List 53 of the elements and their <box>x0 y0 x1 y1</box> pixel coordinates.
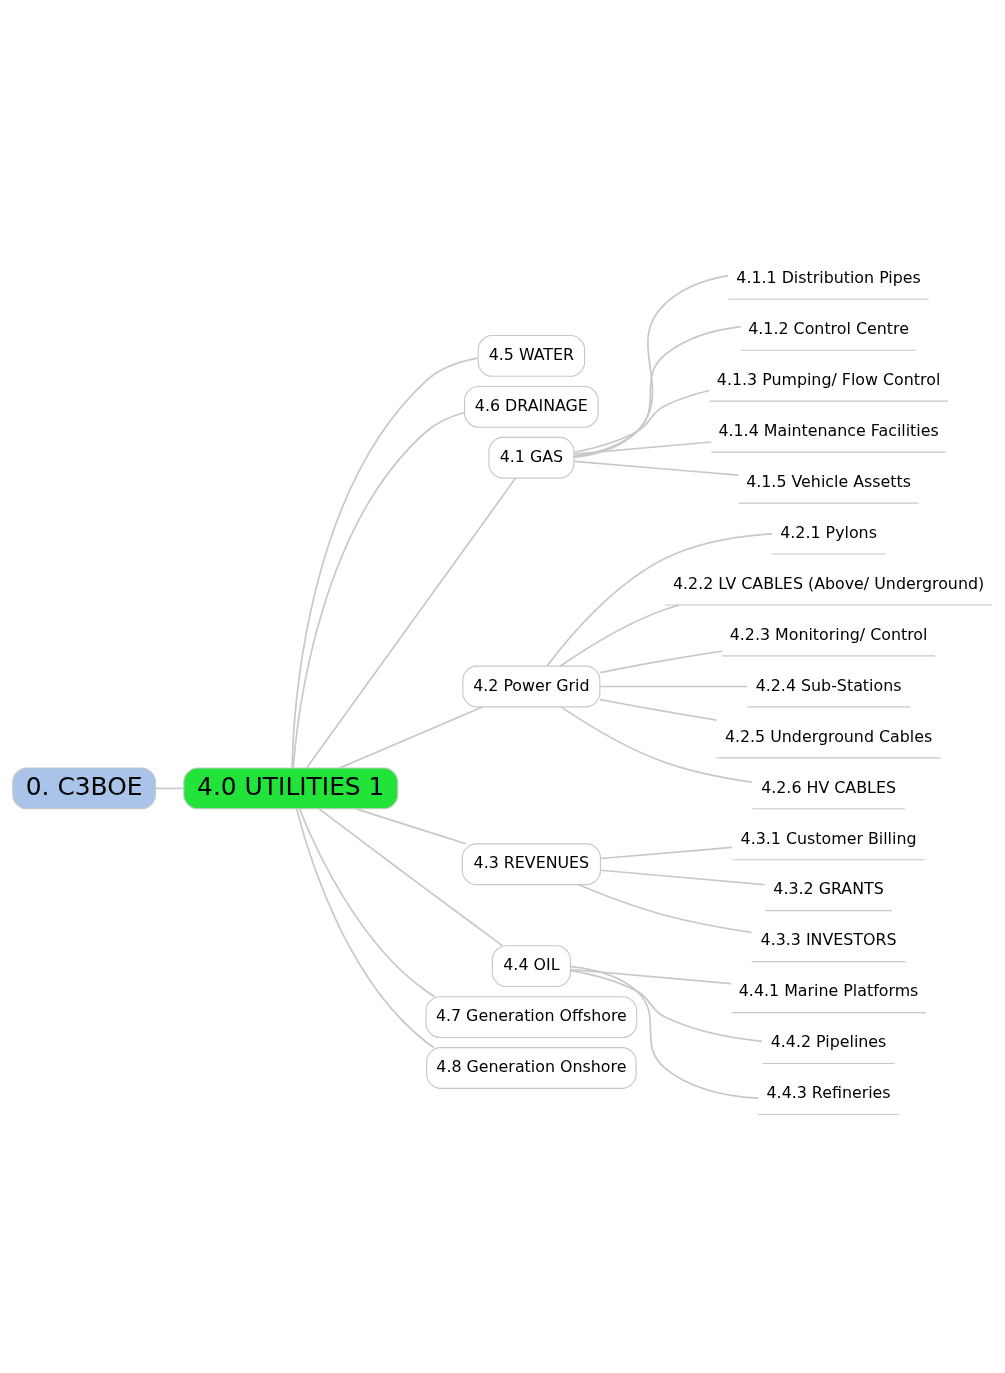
node-box: 4.6 DRAINAGE <box>464 385 599 428</box>
connector <box>573 441 713 455</box>
connector <box>569 965 759 1099</box>
connector <box>573 325 742 458</box>
connector <box>569 969 763 1043</box>
node-text: 4.1.3 Pumping/ Flow Control <box>716 370 941 389</box>
node-text: 4.3.2 GRANTS <box>773 879 884 899</box>
node-text: 4.1.4 Maintenance Facilities <box>718 420 939 440</box>
connector <box>546 533 773 667</box>
connector <box>291 357 479 769</box>
node-text: 4.1.2 Control Centre <box>748 319 909 339</box>
node-text: 4.1.1 Distribution Pipes <box>736 268 921 288</box>
connector <box>295 808 435 1049</box>
node-box: 4.2 Power Grid <box>462 665 601 708</box>
node-text: 4.4.2 Pipelines <box>770 1032 887 1052</box>
connector <box>154 787 185 790</box>
connector <box>318 808 504 947</box>
connector <box>298 808 436 998</box>
connector <box>599 650 723 674</box>
connector <box>573 274 729 459</box>
connector <box>559 604 680 667</box>
node-text: 4.1.5 Vehicle Assetts <box>746 471 911 491</box>
connector <box>339 706 484 769</box>
connector <box>577 883 753 934</box>
node-text: 4.2.2 LV CABLES (Above/ Underground) <box>672 573 985 593</box>
connector <box>573 389 710 454</box>
node-box: 4.0 UTILITIES 1 <box>183 767 399 810</box>
node-box: 4.4 OIL <box>491 945 571 988</box>
connector <box>599 685 748 688</box>
node-text: 4.4.3 Refineries <box>766 1083 891 1103</box>
connector <box>573 460 740 477</box>
node-box: 4.5 WATER <box>477 334 586 377</box>
node-box: 0. C3BOE <box>12 767 157 810</box>
node-text: 4.2.5 Underground Cables <box>724 726 933 746</box>
connector <box>560 706 753 783</box>
node-box: 4.3 REVENUES <box>461 843 601 886</box>
node-text: 4.2.3 Monitoring/ Control <box>729 624 928 644</box>
connector <box>569 968 732 985</box>
connector <box>305 477 517 769</box>
connector <box>292 411 466 769</box>
connector <box>355 807 467 845</box>
connector <box>599 846 733 860</box>
connector <box>599 698 718 721</box>
connector <box>599 869 766 886</box>
node-text: 4.2.6 HV CABLES <box>761 777 896 797</box>
node-box: 4.8 Generation Onshore <box>426 1047 637 1089</box>
node-text: 4.2.4 Sub-Stations <box>755 675 902 695</box>
node-text: 4.3.1 Customer Billing <box>740 828 917 848</box>
node-box: 4.1 GAS <box>488 436 575 479</box>
node-box: 4.7 Generation Offshore <box>425 996 638 1039</box>
node-text: 4.3.3 INVESTORS <box>760 930 897 950</box>
node-text: 4.2.1 Pylons <box>780 522 877 542</box>
node-text: 4.4.1 Marine Platforms <box>738 981 919 1001</box>
